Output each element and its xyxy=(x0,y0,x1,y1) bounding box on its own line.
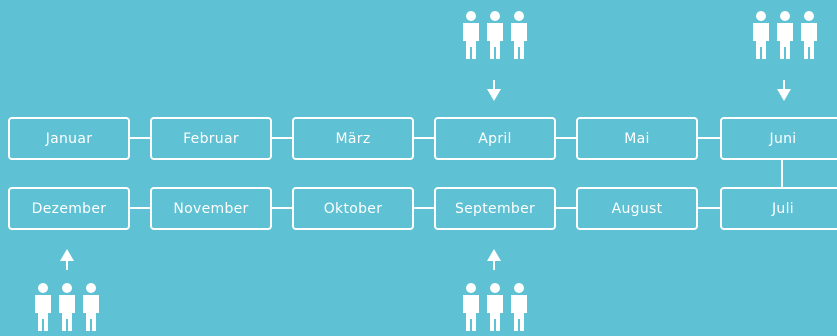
month-box-november: November xyxy=(150,187,272,230)
three-people-icon xyxy=(35,283,99,331)
connector-line-vertical xyxy=(781,160,783,187)
connector-line xyxy=(272,137,292,139)
connector-line xyxy=(698,137,720,139)
month-box-august: August xyxy=(576,187,698,230)
month-box-dezember: Dezember xyxy=(8,187,130,230)
arrow-up-icon xyxy=(60,249,74,270)
month-box-maerz: März xyxy=(292,117,414,160)
three-people-icon xyxy=(753,11,817,59)
three-people-icon xyxy=(463,11,527,59)
arrow-down-icon xyxy=(487,80,501,101)
three-people-icon xyxy=(463,283,527,331)
connector-line xyxy=(698,207,720,209)
month-box-september: September xyxy=(434,187,556,230)
month-box-juni: Juni xyxy=(720,117,837,160)
connector-line xyxy=(272,207,292,209)
connector-line xyxy=(556,137,576,139)
month-box-mai: Mai xyxy=(576,117,698,160)
month-box-januar: Januar xyxy=(8,117,130,160)
connector-line xyxy=(414,207,434,209)
connector-line xyxy=(556,207,576,209)
month-box-juli: Juli xyxy=(720,187,837,230)
arrow-down-icon xyxy=(777,80,791,101)
connector-line xyxy=(130,137,150,139)
month-box-april: April xyxy=(434,117,556,160)
arrow-up-icon xyxy=(487,249,501,270)
month-box-oktober: Oktober xyxy=(292,187,414,230)
connector-line xyxy=(414,137,434,139)
month-box-februar: Februar xyxy=(150,117,272,160)
connector-line xyxy=(130,207,150,209)
